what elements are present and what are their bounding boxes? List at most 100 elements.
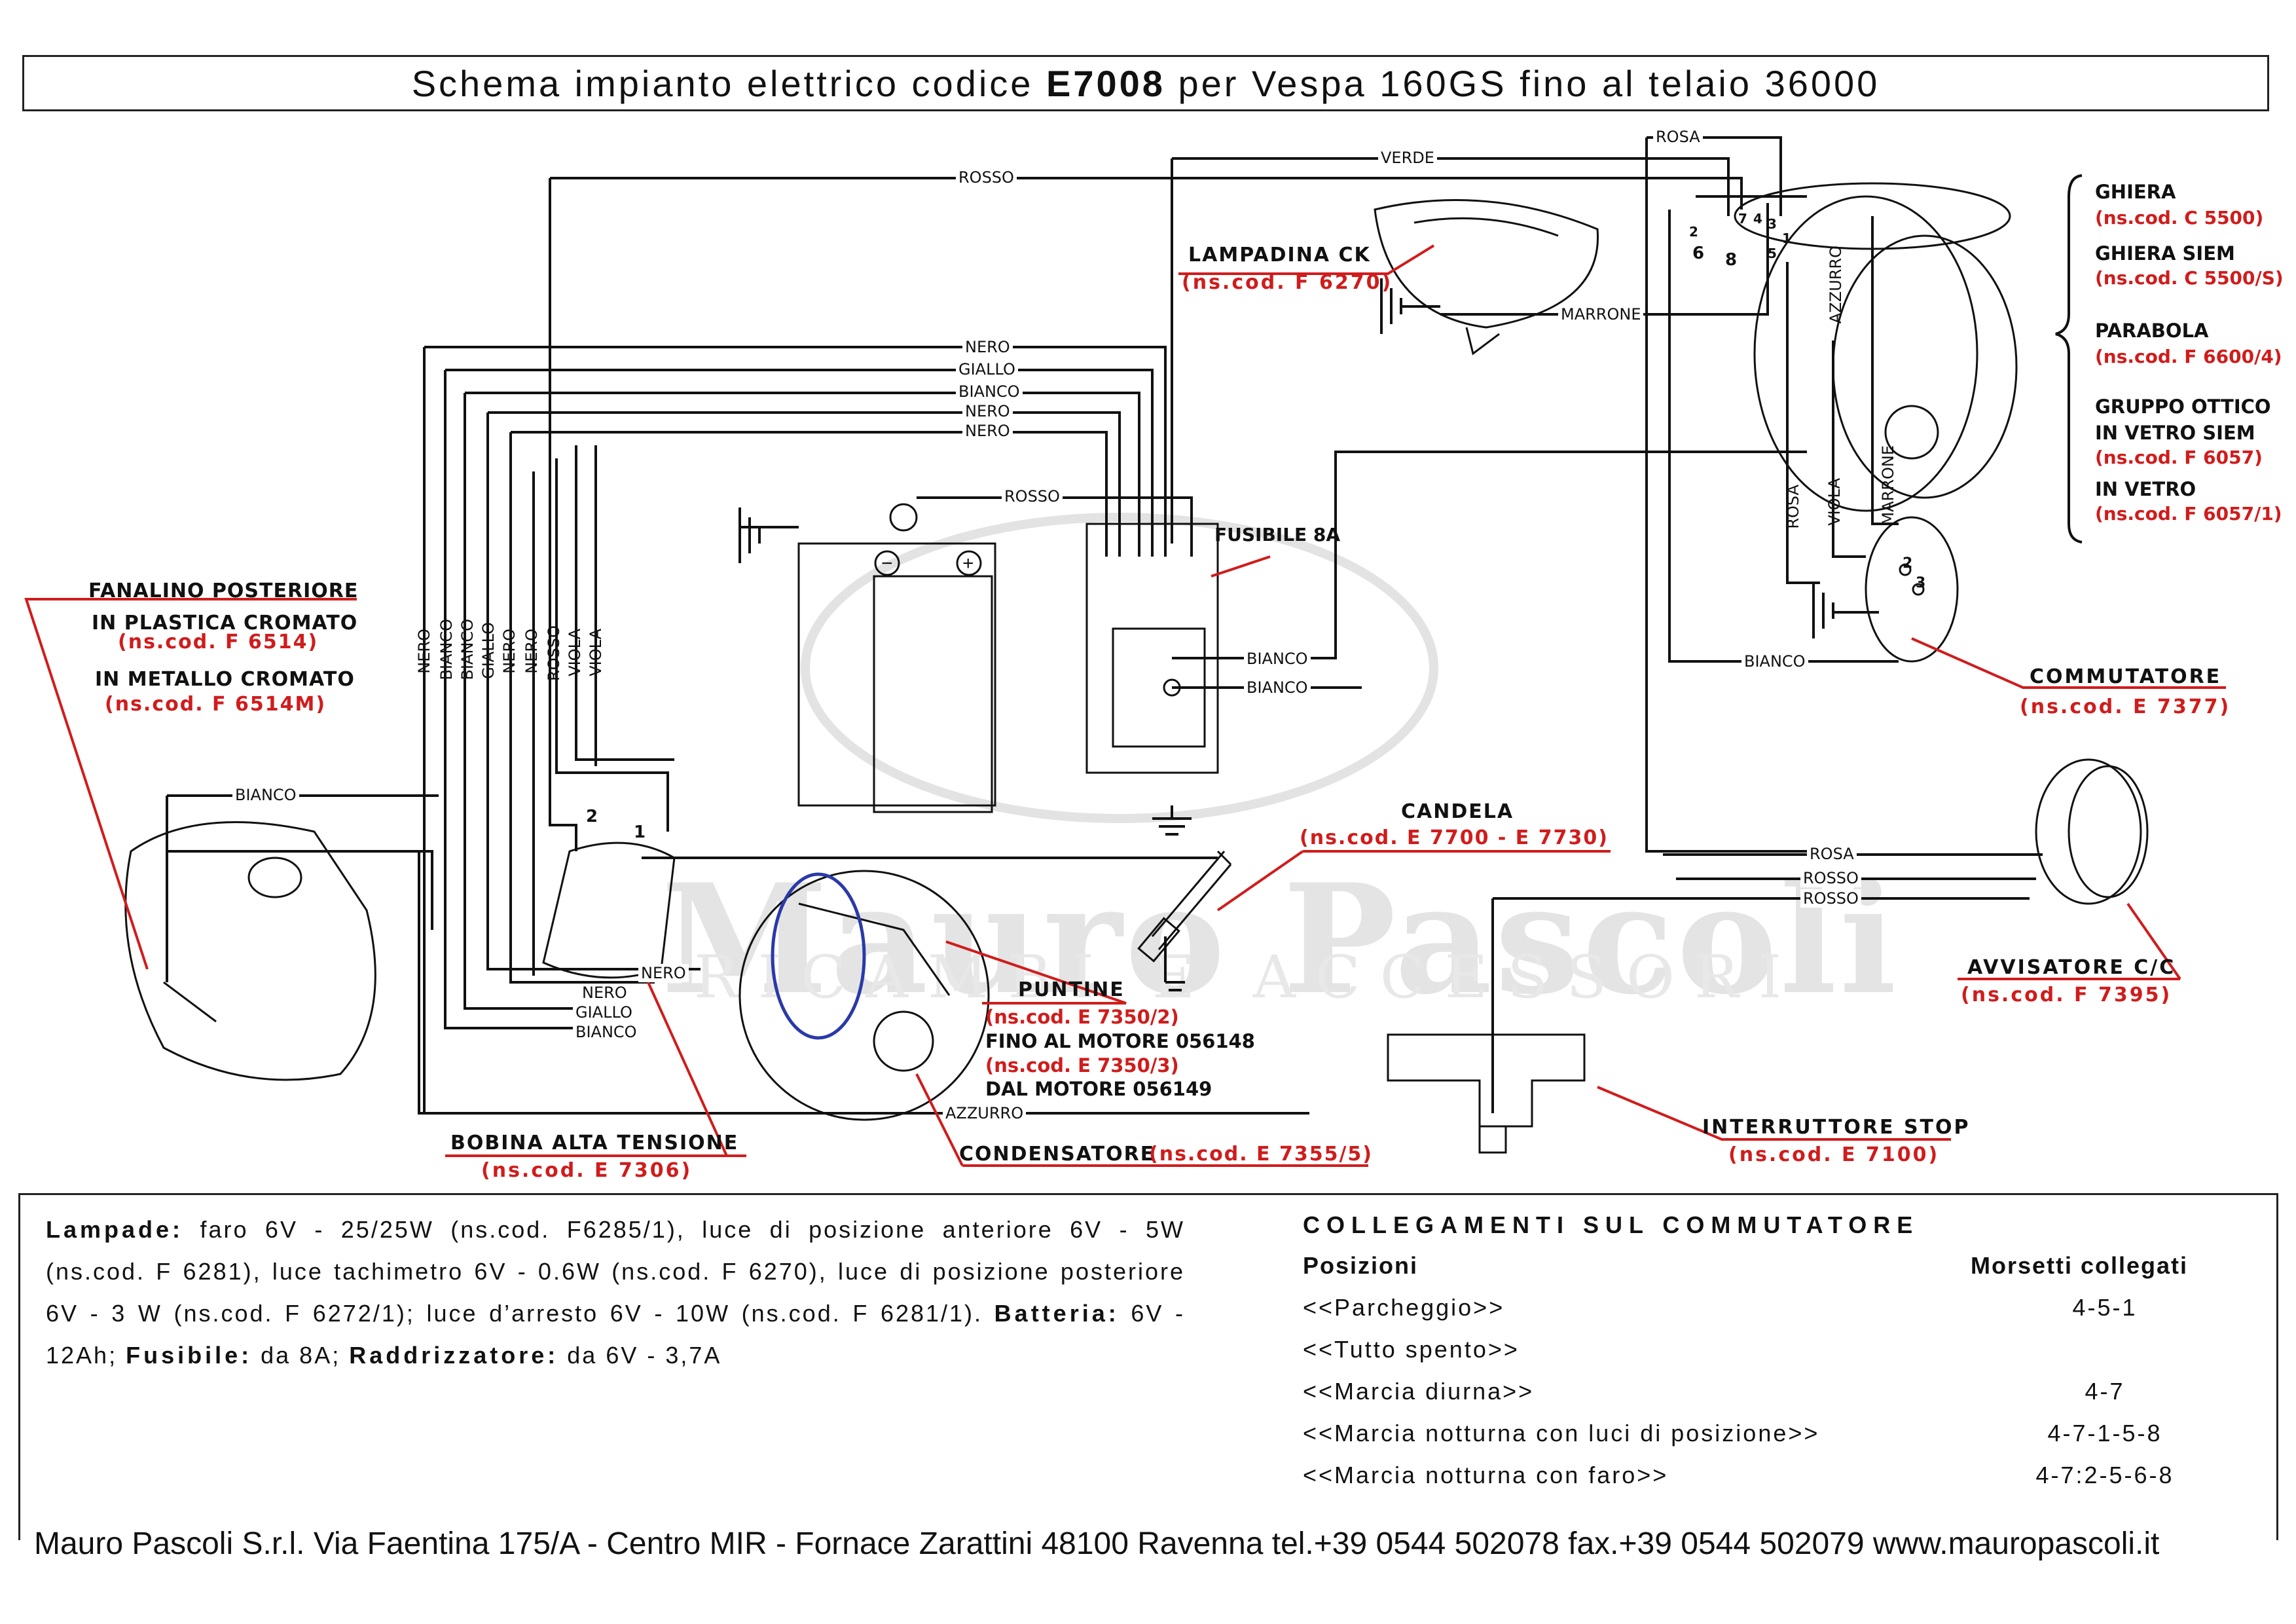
wire-label-rosso-horn-2: ROSSO bbox=[1800, 889, 1861, 908]
speedo-terminal-1: 1 bbox=[1782, 231, 1791, 246]
ghiera-code: (ns.cod. C 5500) bbox=[2095, 207, 2264, 229]
watermark-subtitle: RICAMBI E ACCESSORI bbox=[694, 943, 1802, 1012]
parabola-label: PARABOLA bbox=[2095, 320, 2209, 342]
wire-label-bianco-switch: BIANCO bbox=[1741, 652, 1808, 671]
fusibile-label: FUSIBILE 8A bbox=[1214, 524, 1341, 545]
table-row: <<Marcia diurna>> 4-7 bbox=[1303, 1378, 2252, 1420]
table-row: <<Marcia notturna con luci di posizione>… bbox=[1303, 1420, 2252, 1462]
wire-label-bianco-tail: BIANCO bbox=[232, 786, 299, 804]
lampadina-ck-name: LAMPADINA CK bbox=[1188, 244, 1371, 267]
speedometer-drawing bbox=[1374, 198, 1599, 356]
horn-drawing bbox=[2035, 758, 2149, 905]
puntine-name: PUNTINE bbox=[1018, 978, 1125, 1001]
vwire-nero: NERO bbox=[415, 629, 433, 674]
row-position: <<Marcia diurna>> bbox=[1303, 1378, 1535, 1405]
red-leader-lines bbox=[24, 244, 2226, 1167]
candela-name: CANDELA bbox=[1401, 800, 1514, 823]
headlight-bracket bbox=[2055, 174, 2083, 544]
wire-label-verde: VERDE bbox=[1378, 149, 1437, 167]
points-highlight-circle bbox=[771, 872, 866, 1040]
vwire-azzurro: AZZURRO bbox=[1827, 246, 1845, 324]
title-post: per Vespa 160GS fino al telaio 36000 bbox=[1178, 62, 1880, 104]
wire-label-bianco-rect-2: BIANCO bbox=[1244, 678, 1311, 697]
collegamenti-title: COLLEGAMENTI SUL COMMUTATORE bbox=[1303, 1211, 1920, 1238]
wire-label-nero-1: NERO bbox=[962, 338, 1013, 356]
raddrizzatore-text: da 6V - 3,7A bbox=[567, 1342, 722, 1369]
fusibile-spec-text: da 8A; bbox=[261, 1342, 341, 1369]
wire-label-rosa-top: ROSA bbox=[1653, 128, 1703, 146]
switch-drawing bbox=[1865, 516, 1959, 663]
col-header-posizioni: Posizioni bbox=[1303, 1252, 1419, 1279]
table-row: <<Tutto spento>> bbox=[1303, 1336, 2252, 1378]
headlight-drawing bbox=[1734, 182, 2018, 512]
ground-symbols bbox=[738, 278, 1879, 991]
specs-panel bbox=[18, 1193, 2278, 1540]
vetro-code: (ns.cod. F 6057/1) bbox=[2095, 503, 2282, 525]
speedo-terminal-6: 6 bbox=[1692, 244, 1705, 263]
magneto-drawing bbox=[738, 870, 990, 1121]
wire-label-giallo-points: GIALLO bbox=[573, 1003, 635, 1022]
gruppo-ottico-code: (ns.cod. F 6057) bbox=[2095, 447, 2263, 468]
vwire-bianco-1: BIANCO bbox=[437, 619, 456, 680]
row-terminals: 4-7 bbox=[2085, 1378, 2125, 1405]
puntine-code1: (ns.cod. E 7350/2) bbox=[985, 1006, 1179, 1028]
batteria-text: 6V - 12Ah; bbox=[46, 1300, 1185, 1369]
ghiera-siem-code: (ns.cod. C 5500/S) bbox=[2095, 267, 2284, 289]
coil-drawing bbox=[542, 841, 676, 979]
parabola-code: (ns.cod. F 6600/4) bbox=[2095, 346, 2282, 367]
avvisatore-name: AVVISATORE C/C bbox=[1967, 956, 2176, 979]
wire-label-rosa-horn: ROSA bbox=[1807, 845, 1857, 863]
wire-label-azzurro: AZZURRO bbox=[943, 1104, 1027, 1122]
speedo-terminal-8: 8 bbox=[1725, 250, 1738, 270]
vwire-giallo: GIALLO bbox=[479, 622, 498, 679]
puntine-note2: DAL MOTORE 056149 bbox=[985, 1078, 1212, 1100]
switch-terminal-3: 3 bbox=[1916, 575, 1926, 591]
spark-plug-drawing bbox=[1137, 850, 1232, 963]
puntine-code2: (ns.cod. E 7350/3) bbox=[985, 1054, 1179, 1077]
row-terminals: 4-7-1-5-8 bbox=[2047, 1420, 2162, 1447]
fanalino-code1: (ns.cod. F 6514) bbox=[118, 631, 319, 654]
candela-code: (ns.cod. E 7700 - E 7730) bbox=[1300, 826, 1609, 849]
vwire-rosa: ROSA bbox=[1784, 485, 1802, 529]
speedo-terminal-5: 5 bbox=[1768, 246, 1777, 261]
switch-terminal-2: 2 bbox=[1903, 555, 1913, 572]
bobina-code: (ns.cod. E 7306) bbox=[481, 1159, 693, 1182]
specs-text: Lampade: faro 6V - 25/25W (ns.cod. F6285… bbox=[46, 1209, 1185, 1376]
wire-label-marrone: MARRONE bbox=[1558, 305, 1644, 323]
avvisatore-code: (ns.cod. F 7395) bbox=[1961, 984, 2172, 1006]
wire-label-bianco-rect-1: BIANCO bbox=[1244, 650, 1311, 668]
title-code: E7008 bbox=[1046, 62, 1165, 104]
rectifier-drawing bbox=[1085, 523, 1219, 774]
vwire-viola-2: VIOLA bbox=[587, 629, 605, 676]
row-terminals: 4-5-1 bbox=[2072, 1294, 2138, 1321]
speedo-terminal-2: 2 bbox=[1689, 224, 1698, 240]
watermark-logo: Mauro Pascoli bbox=[661, 851, 1899, 1028]
wire-label-nero-3: NERO bbox=[962, 422, 1013, 440]
condensatore-name: CONDENSATORE bbox=[959, 1143, 1156, 1166]
table-row: <<Parcheggio>> 4-5-1 bbox=[1303, 1294, 2252, 1336]
wire-label-rosso-battery: ROSSO bbox=[1002, 487, 1063, 506]
wire-label-bianco-bundle: BIANCO bbox=[956, 382, 1023, 401]
row-position: <<Marcia notturna con faro>> bbox=[1303, 1462, 1669, 1488]
vwire-nero-2: NERO bbox=[500, 629, 519, 674]
company-footer: Mauro Pascoli S.r.l. Via Faentina 175/A … bbox=[34, 1526, 2160, 1561]
stop-name: INTERRUTTORE STOP bbox=[1702, 1116, 1971, 1139]
gruppo-ottico-label: GRUPPO OTTICO bbox=[2095, 396, 2271, 418]
vwire-viola-1: VIOLA bbox=[566, 629, 584, 676]
commutatore-code: (ns.cod. E 7377) bbox=[2020, 695, 2231, 718]
col-header-morsetti: Morsetti collegati bbox=[1971, 1252, 2189, 1279]
ghiera-siem-label: GHIERA SIEM bbox=[2095, 242, 2235, 265]
commutatore-name: COMMUTATORE bbox=[2030, 665, 2222, 688]
wire-label-nero-2: NERO bbox=[962, 402, 1013, 420]
row-position: <<Parcheggio>> bbox=[1303, 1294, 1505, 1321]
wire-label-nero-points: NERO bbox=[579, 984, 630, 1002]
puntine-note1: FINO AL MOTORE 056148 bbox=[985, 1030, 1255, 1052]
wire-label-giallo: GIALLO bbox=[956, 360, 1018, 378]
bobina-name: BOBINA ALTA TENSIONE bbox=[450, 1132, 739, 1154]
fanalino-line2: IN METALLO CROMATO bbox=[95, 668, 355, 691]
fanalino-line1: IN PLASTICA CROMATO bbox=[92, 612, 358, 635]
vwire-marrone: MARRONE bbox=[1879, 445, 1897, 526]
raddrizzatore-label: Raddrizzatore: bbox=[349, 1342, 559, 1369]
coil-terminal-1: 1 bbox=[634, 822, 646, 842]
